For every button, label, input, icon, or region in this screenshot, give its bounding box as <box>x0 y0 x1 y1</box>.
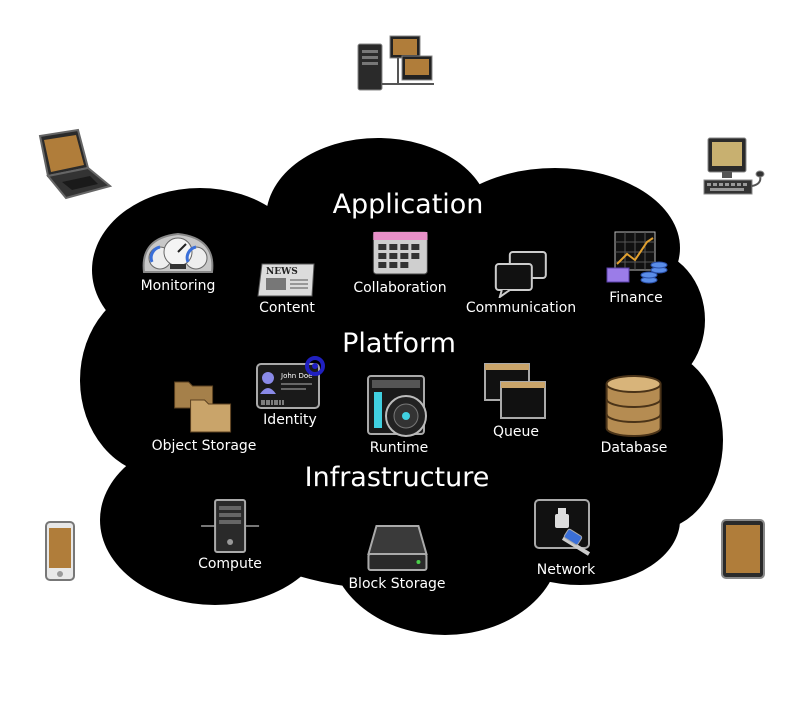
content-service: NEWS Content <box>256 262 318 316</box>
object-storage-label: Object Storage <box>151 438 257 454</box>
finance-service: Finance <box>603 230 669 306</box>
content-label: Content <box>259 300 315 316</box>
id-card-name: John Doe <box>280 372 312 380</box>
database-label: Database <box>600 440 668 456</box>
smartphone-icon <box>45 521 75 581</box>
infrastructure-layer-title: Infrastructure <box>304 462 490 493</box>
queue-windows-icon <box>484 363 546 419</box>
application-layer-title: Application <box>332 189 484 220</box>
block-storage-label: Block Storage <box>348 576 446 592</box>
id-card-icon: John Doe <box>256 356 325 409</box>
server-network-icon <box>357 35 434 91</box>
chat-bubbles-icon <box>494 251 547 298</box>
queue-service: Queue <box>483 362 549 440</box>
network-service: Network <box>533 498 599 578</box>
monitoring-service: Monitoring <box>138 228 218 294</box>
gauge-icon <box>142 232 214 273</box>
database-service: Database <box>600 374 668 456</box>
identity-label: Identity <box>263 412 317 428</box>
tablet-icon <box>721 519 765 579</box>
platform-layer-title: Platform <box>342 328 456 359</box>
identity-service: John Doe Identity <box>254 356 326 428</box>
folders-icon <box>174 381 232 433</box>
object-storage-service: Object Storage <box>151 374 257 454</box>
laptop-icon <box>38 128 113 200</box>
communication-label: Communication <box>465 300 577 316</box>
runtime-label: Runtime <box>369 440 429 456</box>
server-tower-icon <box>201 499 259 553</box>
compute-label: Compute <box>198 556 262 572</box>
network-plug-icon <box>534 499 591 556</box>
desktop-computer-icon <box>703 137 765 195</box>
collaboration-label: Collaboration <box>353 280 447 296</box>
calendar-icon <box>372 231 428 275</box>
media-runtime-icon <box>367 375 427 437</box>
database-cylinder-icon <box>606 375 662 437</box>
collaboration-service: Collaboration <box>353 228 447 296</box>
hard-drive-icon <box>366 525 428 571</box>
newspaper-icon: NEWS <box>257 263 315 297</box>
runtime-service: Runtime <box>364 372 434 456</box>
finance-chart-icon <box>606 231 668 284</box>
compute-service: Compute <box>198 498 262 572</box>
communication-service: Communication <box>466 250 576 316</box>
queue-label: Queue <box>493 424 539 440</box>
finance-label: Finance <box>609 290 663 306</box>
network-label: Network <box>536 562 596 578</box>
newspaper-masthead: NEWS <box>266 267 298 277</box>
block-storage-service: Block Storage <box>348 524 446 592</box>
monitoring-label: Monitoring <box>140 278 216 294</box>
